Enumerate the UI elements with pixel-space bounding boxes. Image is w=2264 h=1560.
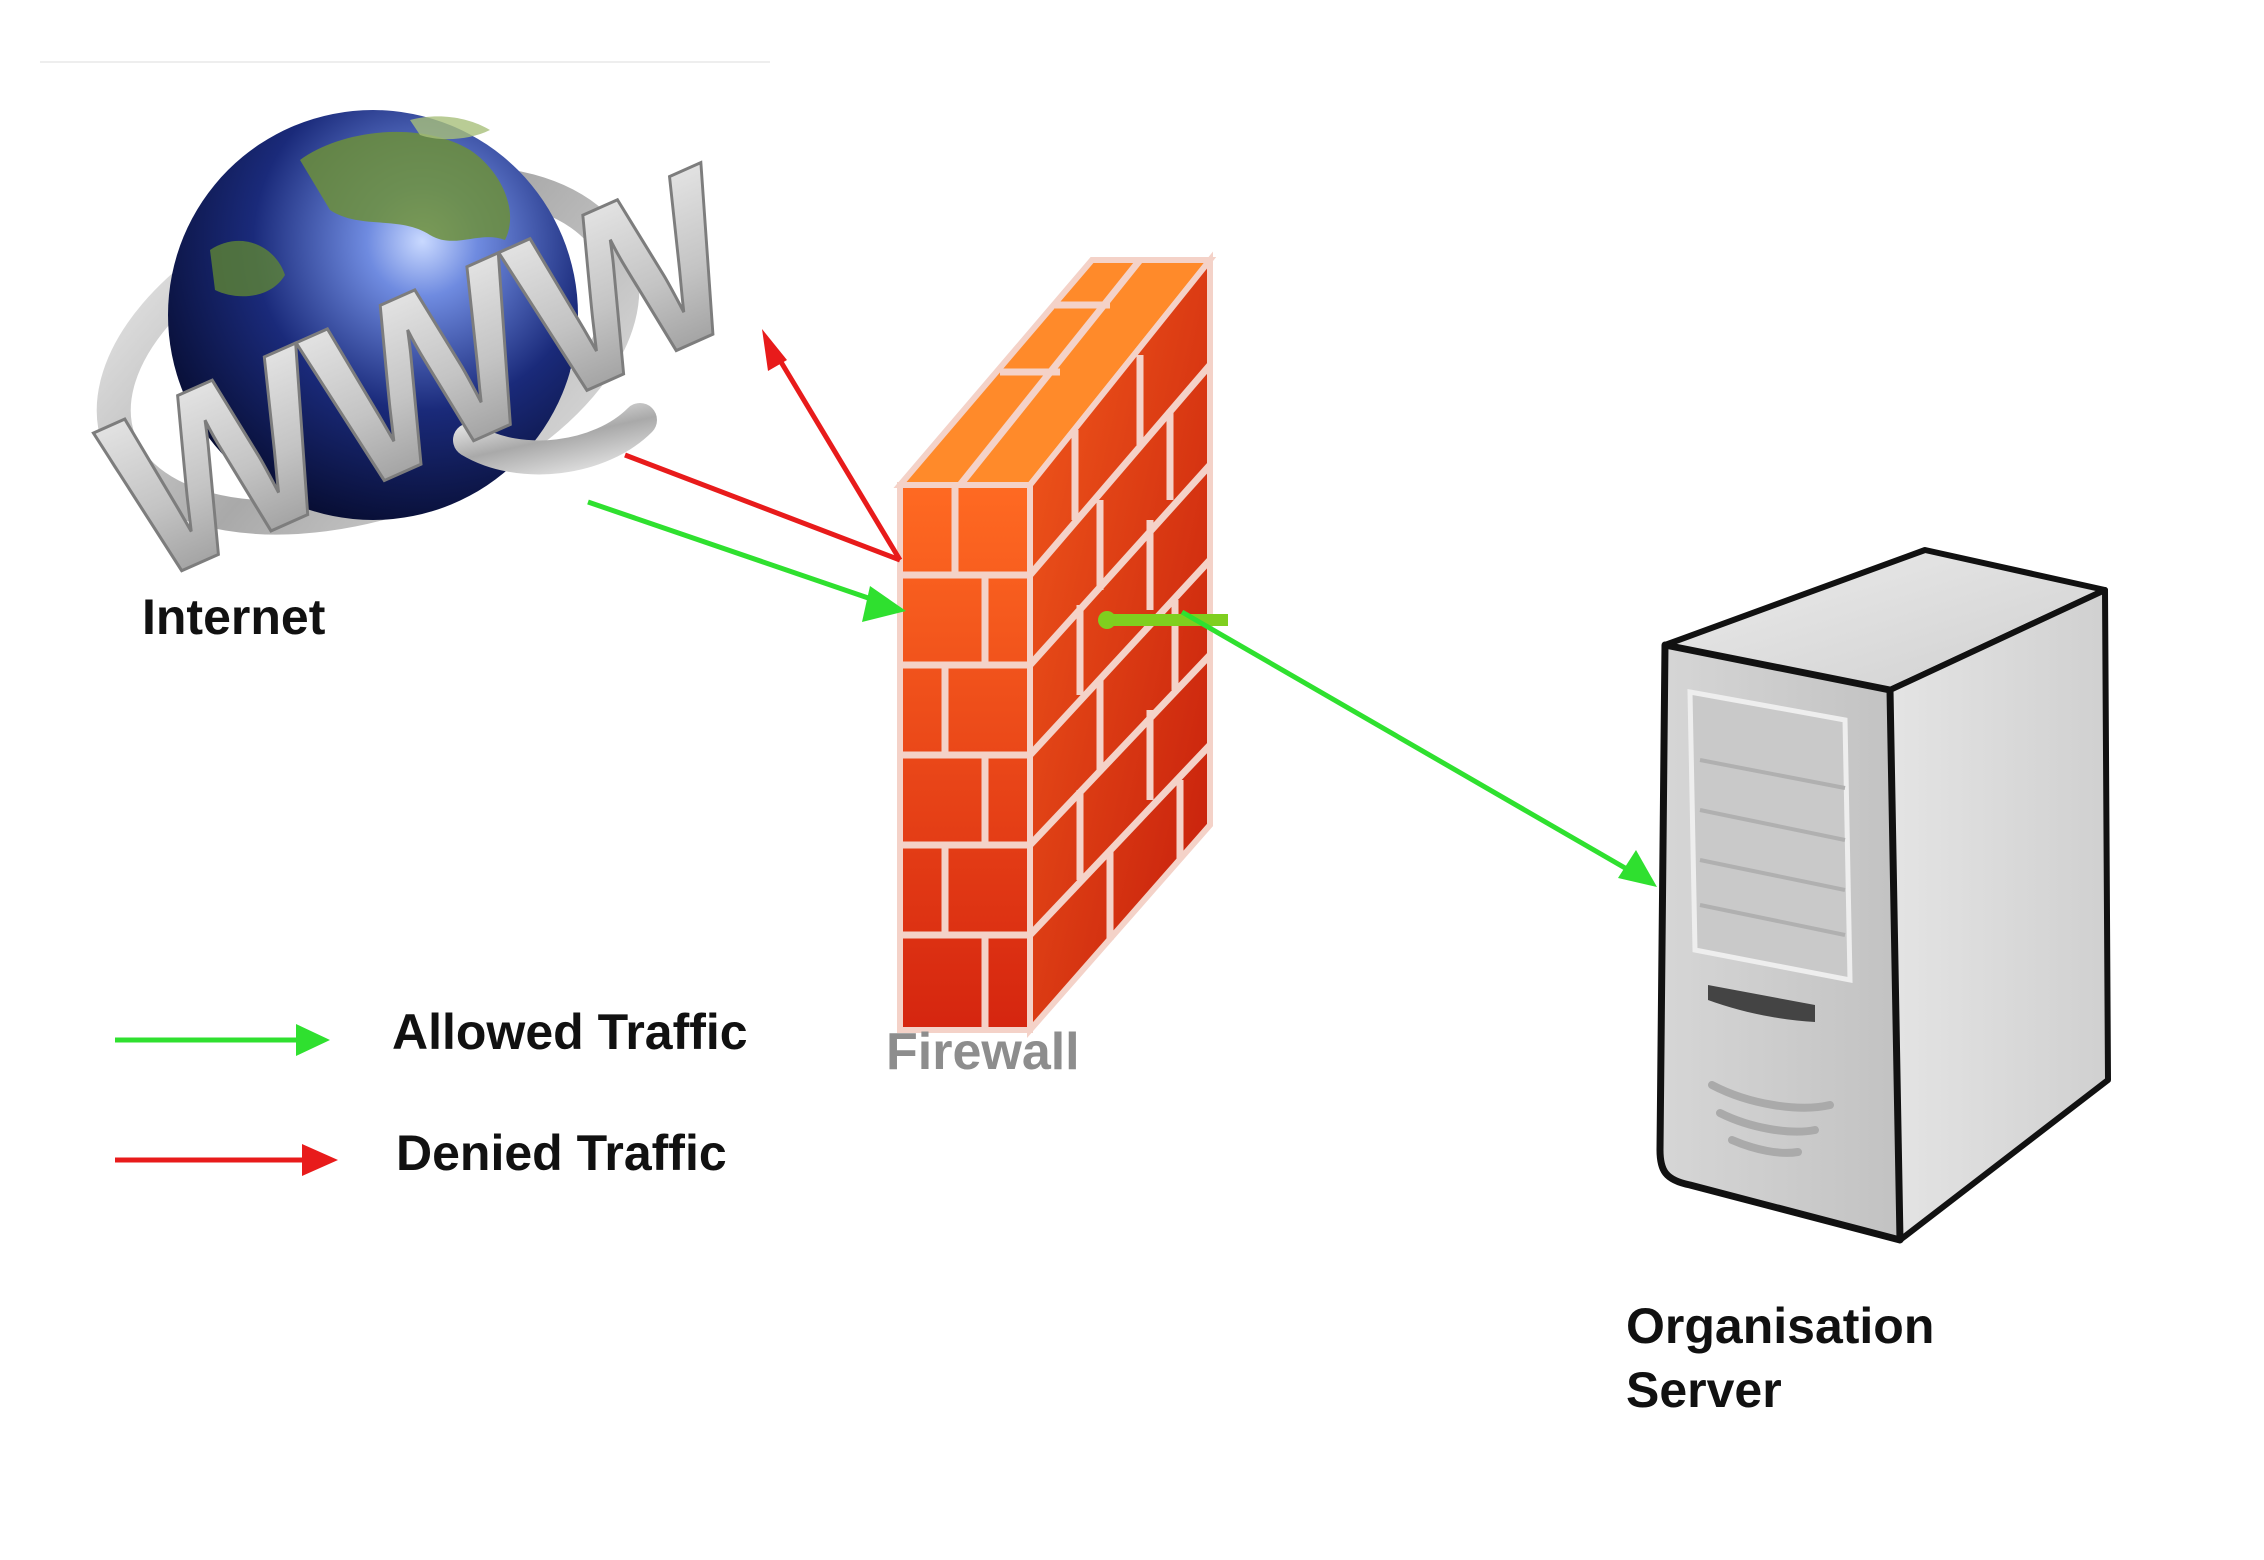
- legend-denied-label: Denied Traffic: [396, 1125, 727, 1181]
- server-label-line1: Organisation: [1626, 1298, 1935, 1354]
- firewall-label: Firewall: [886, 1023, 1080, 1081]
- server-label-line2: Server: [1626, 1362, 1782, 1418]
- allowed-traffic-arrow-out: [1180, 609, 1657, 887]
- brick-wall-icon: [893, 251, 1217, 1038]
- legend-denied-arrow: [115, 1144, 338, 1176]
- allowed-traffic-arrow-in: [587, 499, 906, 622]
- server-label: Organisation Server: [1626, 1294, 1934, 1422]
- legend-allowed-arrow: [115, 1024, 330, 1056]
- allowed-traffic-passthrough: [1098, 611, 1228, 629]
- denied-traffic-arrow: [624, 329, 903, 563]
- internet-label: Internet: [142, 589, 326, 645]
- server-tower-icon: [1656, 547, 2111, 1244]
- legend-allowed-label: Allowed Traffic: [392, 1004, 748, 1060]
- globe-icon: WWW: [76, 110, 769, 637]
